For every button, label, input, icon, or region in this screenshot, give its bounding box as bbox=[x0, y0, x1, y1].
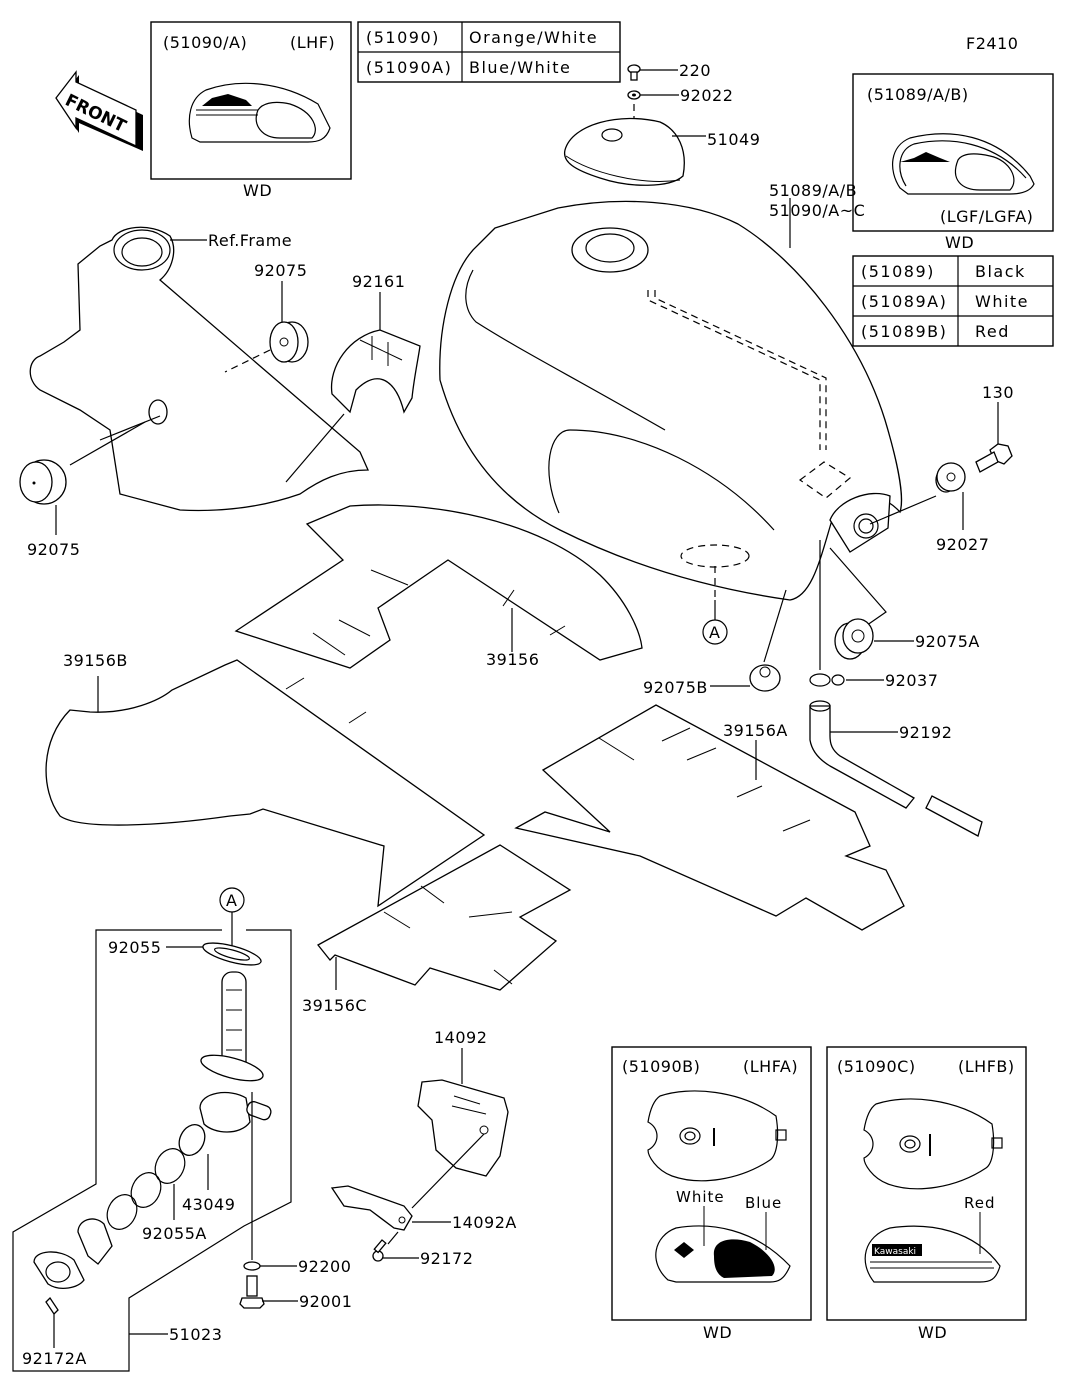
inset-variant: (LGF/LGFA) bbox=[940, 207, 1033, 226]
inset-51089-AB: (51089/A/B) (LGF/LGFA) WD bbox=[852, 73, 1054, 252]
label-92161: 92161 bbox=[352, 272, 405, 291]
table-cell-color: Orange/White bbox=[469, 28, 598, 47]
kawasaki-logo: Kawasaki bbox=[874, 1247, 916, 1257]
label-92200: 92200 bbox=[298, 1257, 351, 1276]
label-92075-left: 92075 bbox=[27, 540, 80, 559]
part-92001-bolt: 92001 bbox=[239, 1275, 352, 1311]
label-92027: 92027 bbox=[936, 535, 989, 554]
inset-code: (51090/A) bbox=[163, 33, 247, 52]
part-92037-clip: 92037 bbox=[809, 540, 938, 690]
label-51023: 51023 bbox=[169, 1325, 222, 1344]
svg-text:A: A bbox=[226, 891, 237, 910]
frame-reference: Ref.Frame bbox=[29, 226, 370, 512]
part-39156-pad: 39156 bbox=[234, 504, 643, 669]
label-92037: 92037 bbox=[885, 671, 938, 690]
table-cell-part: (51089B) bbox=[861, 322, 947, 341]
part-39156A-pad: 39156A bbox=[514, 704, 905, 931]
label-92192: 92192 bbox=[899, 723, 952, 742]
part-130-bolt: 130 bbox=[975, 383, 1014, 473]
color-table-51089: (51089) Black (51089A) White (51089B) Re… bbox=[852, 255, 1054, 347]
label-220: 220 bbox=[679, 61, 711, 80]
part-92022-washer: 92022 bbox=[627, 86, 733, 105]
inset-variant: (LHF) bbox=[290, 33, 335, 52]
part-92192-hose: 92192 bbox=[809, 700, 983, 837]
table-cell-color: White bbox=[975, 292, 1029, 311]
table-cell-part: (51089A) bbox=[861, 292, 947, 311]
part-92200-washer: 92200 bbox=[243, 1257, 351, 1276]
label-92075A: 92075A bbox=[915, 632, 980, 651]
color-table-51090: (51090) Orange/White (51090A) Blue/White bbox=[357, 21, 621, 83]
label-tank-line2: 51090/A~C bbox=[769, 201, 865, 220]
inset-variant: (LHFB) bbox=[958, 1057, 1015, 1076]
reference-marker-A: A bbox=[702, 619, 728, 645]
part-39156C-pad: 39156C bbox=[302, 844, 572, 1015]
front-direction-arrow-icon: FRONT bbox=[55, 70, 143, 151]
label-92075-top: 92075 bbox=[254, 261, 307, 280]
label-tank-line1: 51089/A/B bbox=[769, 181, 857, 200]
reference-marker-A-fuel-cock: A bbox=[219, 887, 245, 913]
part-92075-damper-top: 92075 bbox=[224, 261, 309, 373]
inset-code: (51089/A/B) bbox=[867, 85, 969, 104]
part-92075-damper-left: 92075 bbox=[19, 421, 146, 559]
callout-white: White bbox=[676, 1188, 725, 1206]
part-51049-cap: 51049 bbox=[563, 117, 760, 186]
inset-caption: WD bbox=[243, 181, 272, 200]
inset-51090C: (51090C) (LHFB) Red Kawasaki WD bbox=[826, 1046, 1027, 1342]
inset-caption: WD bbox=[918, 1323, 947, 1342]
label-39156: 39156 bbox=[486, 650, 539, 669]
table-cell-color: Black bbox=[975, 262, 1026, 281]
label-92075B: 92075B bbox=[643, 678, 708, 697]
inset-variant: (LHFA) bbox=[743, 1057, 798, 1076]
label-92172: 92172 bbox=[420, 1249, 473, 1268]
part-92027-collar: 92027 bbox=[869, 462, 989, 554]
table-cell-color: Red bbox=[975, 322, 1010, 341]
label-92055A: 92055A bbox=[142, 1224, 207, 1243]
label-130: 130 bbox=[982, 383, 1014, 402]
part-39156B-pad: 39156B bbox=[45, 651, 486, 908]
label-ref-frame: Ref.Frame bbox=[208, 231, 292, 250]
label-39156A: 39156A bbox=[723, 721, 788, 740]
label-14092A: 14092A bbox=[452, 1213, 517, 1232]
inset-code: (51090B) bbox=[622, 1057, 700, 1076]
inset-caption: WD bbox=[945, 233, 974, 252]
inset-51090B: (51090B) (LHFA) White Blue WD bbox=[611, 1046, 812, 1342]
table-cell-part: (51090) bbox=[366, 28, 440, 47]
label-51049: 51049 bbox=[707, 130, 760, 149]
label-92022: 92022 bbox=[680, 86, 733, 105]
callout-blue: Blue bbox=[745, 1194, 782, 1212]
part-92172-screw: 92172 bbox=[372, 1231, 473, 1268]
figure-code: F2410 bbox=[966, 34, 1018, 53]
table-cell-color: Blue/White bbox=[469, 58, 571, 77]
part-fuel-tank: 51089/A/B 51090/A~C bbox=[439, 181, 903, 601]
label-39156B: 39156B bbox=[63, 651, 128, 670]
svg-text:A: A bbox=[709, 623, 720, 642]
label-43049: 43049 bbox=[182, 1195, 235, 1214]
part-220-bolt: 220 bbox=[627, 61, 711, 81]
label-92172A: 92172A bbox=[22, 1349, 87, 1368]
part-92075B-damper: 92075B bbox=[643, 589, 787, 697]
label-92055: 92055 bbox=[108, 938, 161, 957]
inset-code: (51090C) bbox=[837, 1057, 916, 1076]
inset-51090-A: (51090/A) (LHF) WD bbox=[150, 21, 352, 200]
part-14092-cover: 14092 bbox=[411, 1028, 509, 1209]
part-92161-clamp: 92161 bbox=[285, 272, 421, 483]
part-14092A-bracket: 14092A bbox=[330, 1185, 517, 1232]
part-51023-fuel-cock-assembly: 51023 92055 43049 92055A 92172A bbox=[12, 929, 292, 1372]
table-cell-part: (51089) bbox=[861, 262, 935, 281]
callout-red: Red bbox=[964, 1194, 996, 1212]
label-14092: 14092 bbox=[434, 1028, 487, 1047]
table-cell-part: (51090A) bbox=[366, 58, 452, 77]
label-39156C: 39156C bbox=[302, 996, 367, 1015]
label-92001: 92001 bbox=[299, 1292, 352, 1311]
part-92075A-damper: 92075A bbox=[829, 547, 980, 660]
inset-caption: WD bbox=[703, 1323, 732, 1342]
